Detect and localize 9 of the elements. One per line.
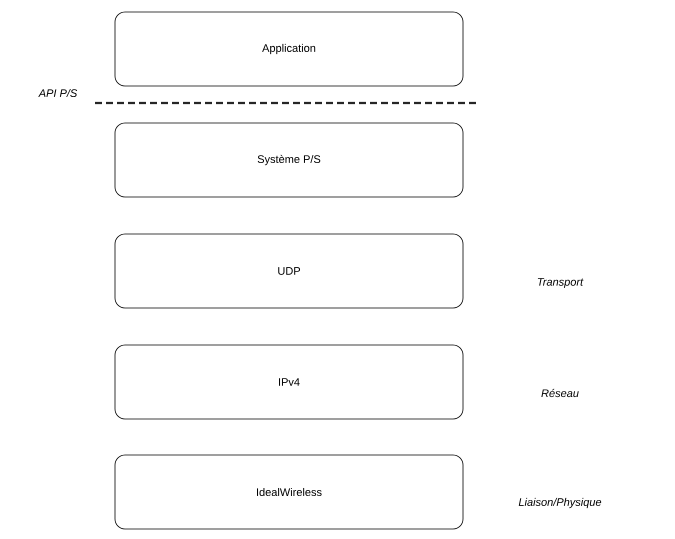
layer-label: Liaison/Physique — [518, 498, 602, 508]
layer-label: Transport — [538, 278, 584, 288]
layer-box: Système P/S — [114, 122, 464, 198]
layer-box: IdealWireless — [114, 454, 464, 530]
layer-label: Réseau — [541, 388, 579, 398]
layer-box: IPv4 — [114, 344, 464, 420]
layer-box: Application — [114, 12, 464, 86]
interface-label: API P/S — [38, 88, 78, 98]
layer-box: UDP — [114, 234, 464, 308]
